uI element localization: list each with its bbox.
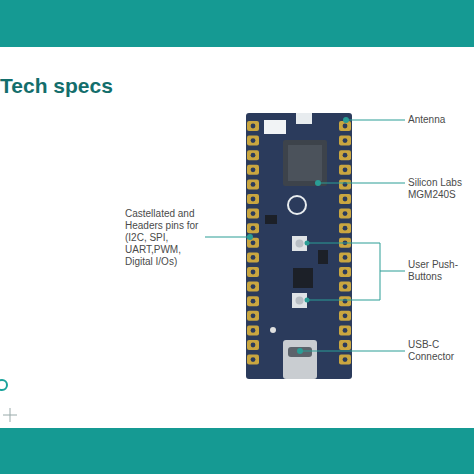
deco-circle [0, 380, 7, 390]
board-illustration [246, 113, 352, 379]
callout-label: USB-C Connector [408, 339, 470, 363]
callout-label: Castellated and Headers pins for (I2C, S… [125, 208, 203, 268]
bottom-band [0, 428, 474, 474]
callout-label: Silicon Labs MGM240S [408, 177, 470, 201]
deco-plus [3, 408, 17, 422]
leader-lines [205, 120, 405, 351]
slide-title: Tech specs [0, 74, 113, 98]
callout-label: User Push-Buttons [408, 259, 470, 283]
callout-label: Antenna [408, 114, 468, 126]
leader-dots [247, 117, 349, 354]
top-band [0, 0, 474, 47]
